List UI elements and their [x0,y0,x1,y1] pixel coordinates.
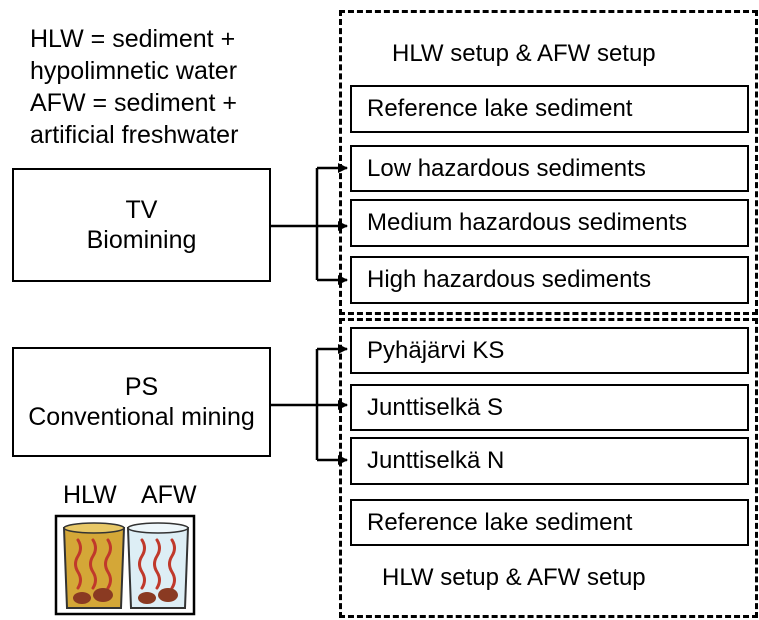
biomining-label: Biomining [86,226,197,254]
top-group-title: HLW setup & AFW setup [392,40,656,67]
beaker-hlw-label: HLW [63,481,117,509]
top-setup-group [339,10,758,315]
bottom-item-junttiselka-s: Junttiselkä S [350,384,749,431]
tv-connector [271,163,348,285]
afw-beaker-icon [126,522,190,609]
bottom-setup-group [339,318,758,618]
bottom-item-pyhajarvi: Pyhäjärvi KS [350,327,749,374]
legend-afw-line2: artificial freshwater [30,121,239,149]
top-item-high-hazardous: High hazardous sediments [350,256,749,304]
ps-conventional-mining-box: PS Conventional mining [12,347,271,457]
beaker-afw-label: AFW [141,481,197,509]
top-item-reference: Reference lake sediment [350,85,749,133]
ps-connector [271,344,348,465]
bottom-item-junttiselka-n: Junttiselkä N [350,437,749,485]
tv-label: TV [125,196,158,224]
conventional-mining-label: Conventional mining [28,403,255,431]
top-item-medium-hazardous: Medium hazardous sediments [350,199,749,247]
top-item-low-hazardous: Low hazardous sediments [350,145,749,192]
legend-hlw-line1: HLW = sediment + [30,25,236,53]
tv-biomining-box: TV Biomining [12,168,271,282]
legend-afw-line1: AFW = sediment + [30,89,238,117]
bottom-group-title: HLW setup & AFW setup [382,564,646,591]
hlw-beaker-icon [62,522,126,609]
legend-hlw-line2: hypolimnetic water [30,57,238,85]
ps-label: PS [124,373,159,401]
bottom-item-reference: Reference lake sediment [350,499,749,546]
